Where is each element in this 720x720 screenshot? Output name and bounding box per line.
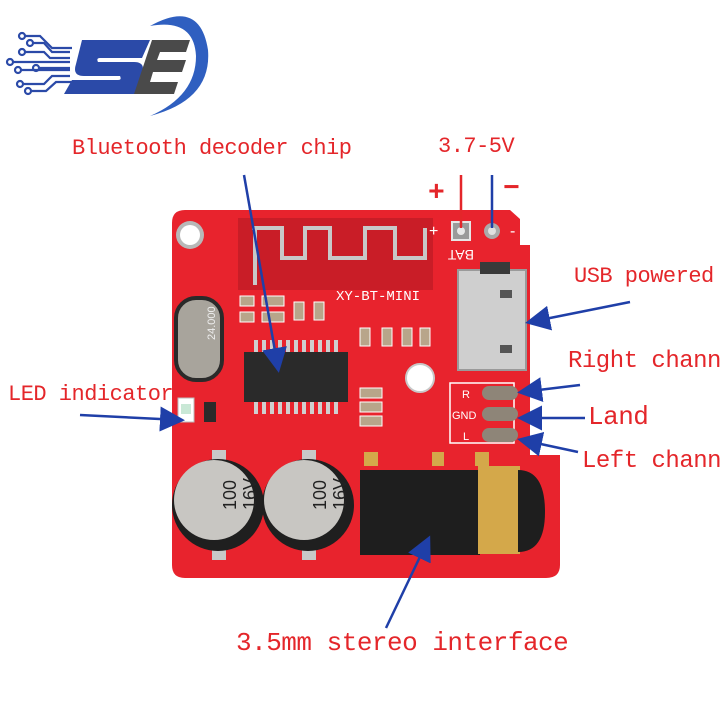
voltage-label: 3.7-5V	[438, 134, 515, 159]
svg-text:16V: 16V	[330, 478, 350, 510]
bat-label: BAT	[447, 247, 474, 263]
right-arrow	[517, 377, 581, 403]
led-arrow	[79, 406, 185, 432]
swoosh-icon	[150, 16, 209, 117]
bluetooth-chip	[244, 340, 348, 414]
letter-e-icon	[134, 40, 190, 94]
pad-label-r: R	[462, 389, 470, 401]
plus-label: +	[428, 178, 445, 209]
minus-label: −	[503, 174, 520, 205]
crystal-label: 24.000	[206, 306, 218, 340]
bluetooth-chip-label: Bluetooth decoder chip	[72, 136, 352, 161]
capacitor-2: 100 16V	[262, 450, 354, 560]
svg-text:100: 100	[220, 480, 240, 510]
svg-text:100: 100	[310, 480, 330, 510]
capacitor-1: 100 16V	[172, 450, 264, 560]
led-indicator-label: LED indicator	[8, 382, 174, 407]
land-label: Land	[588, 402, 649, 432]
audio-jack	[360, 452, 545, 555]
usb-arrow	[525, 300, 631, 331]
right-channel-label: Right channel	[568, 348, 720, 375]
circuit-traces-icon	[5, 31, 72, 96]
logo	[5, 16, 209, 117]
pad-label-gnd: GND	[452, 410, 477, 422]
board-minus-label: -	[510, 223, 515, 240]
svg-text:16V: 16V	[240, 478, 260, 510]
usb-label: USB powered	[574, 264, 714, 289]
jack-arrow	[384, 535, 431, 629]
model-label: XY-BT-MINI	[336, 289, 420, 305]
audio-pads: R GND L	[449, 382, 518, 444]
left-channel-label: Left channel	[582, 448, 720, 475]
board-plus-label: +	[429, 223, 438, 240]
pad-label-l: L	[463, 431, 469, 443]
left-arrow	[517, 431, 579, 457]
usb-port	[457, 269, 527, 371]
chip-arrow	[242, 174, 287, 373]
jack-label: 3.5mm stereo interface	[236, 628, 569, 658]
crystal-oscillator	[174, 296, 224, 382]
letter-s-icon	[64, 40, 150, 94]
